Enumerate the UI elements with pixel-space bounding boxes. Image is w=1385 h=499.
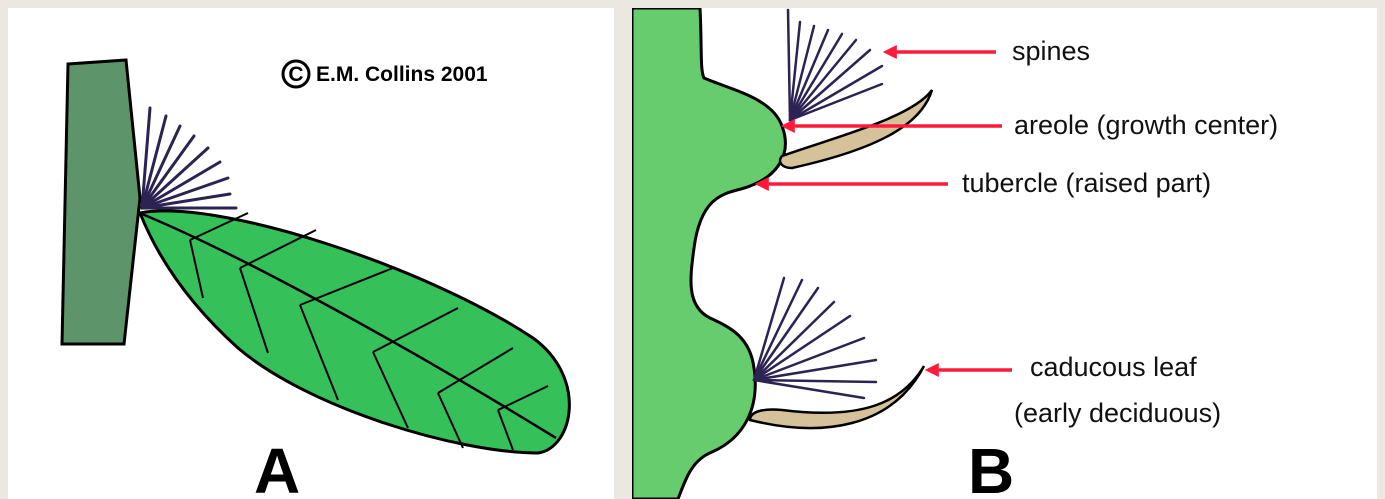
label-spines: spines [1012, 36, 1090, 66]
label-areole: areole (growth center) [1014, 110, 1278, 140]
panel-a-drawing: C E.M. Collins 2001 A [8, 8, 614, 499]
label-tubercle: tubercle (raised part) [962, 168, 1211, 198]
stem-with-tubercles [632, 8, 785, 499]
copyright-text: E.M. Collins 2001 [316, 63, 488, 86]
spines-cluster-a [142, 108, 236, 208]
leaf-top [780, 90, 932, 168]
leaf [140, 211, 569, 453]
panel-letter-a: A [254, 435, 300, 499]
spines-cluster-top [788, 10, 882, 120]
spines-cluster-bottom [754, 278, 876, 398]
copyright-letter: C [288, 63, 303, 86]
label-leaf-line1: caducous leaf [1030, 352, 1197, 382]
label-leaf-line2: (early deciduous) [1014, 398, 1221, 428]
panel-b-drawing: spines areole (growth center) tubercle (… [632, 8, 1377, 499]
panel-letter-b: B [968, 435, 1014, 499]
panel-b: spines areole (growth center) tubercle (… [632, 8, 1377, 499]
stem [62, 60, 140, 344]
panel-a: C E.M. Collins 2001 A [8, 8, 614, 499]
